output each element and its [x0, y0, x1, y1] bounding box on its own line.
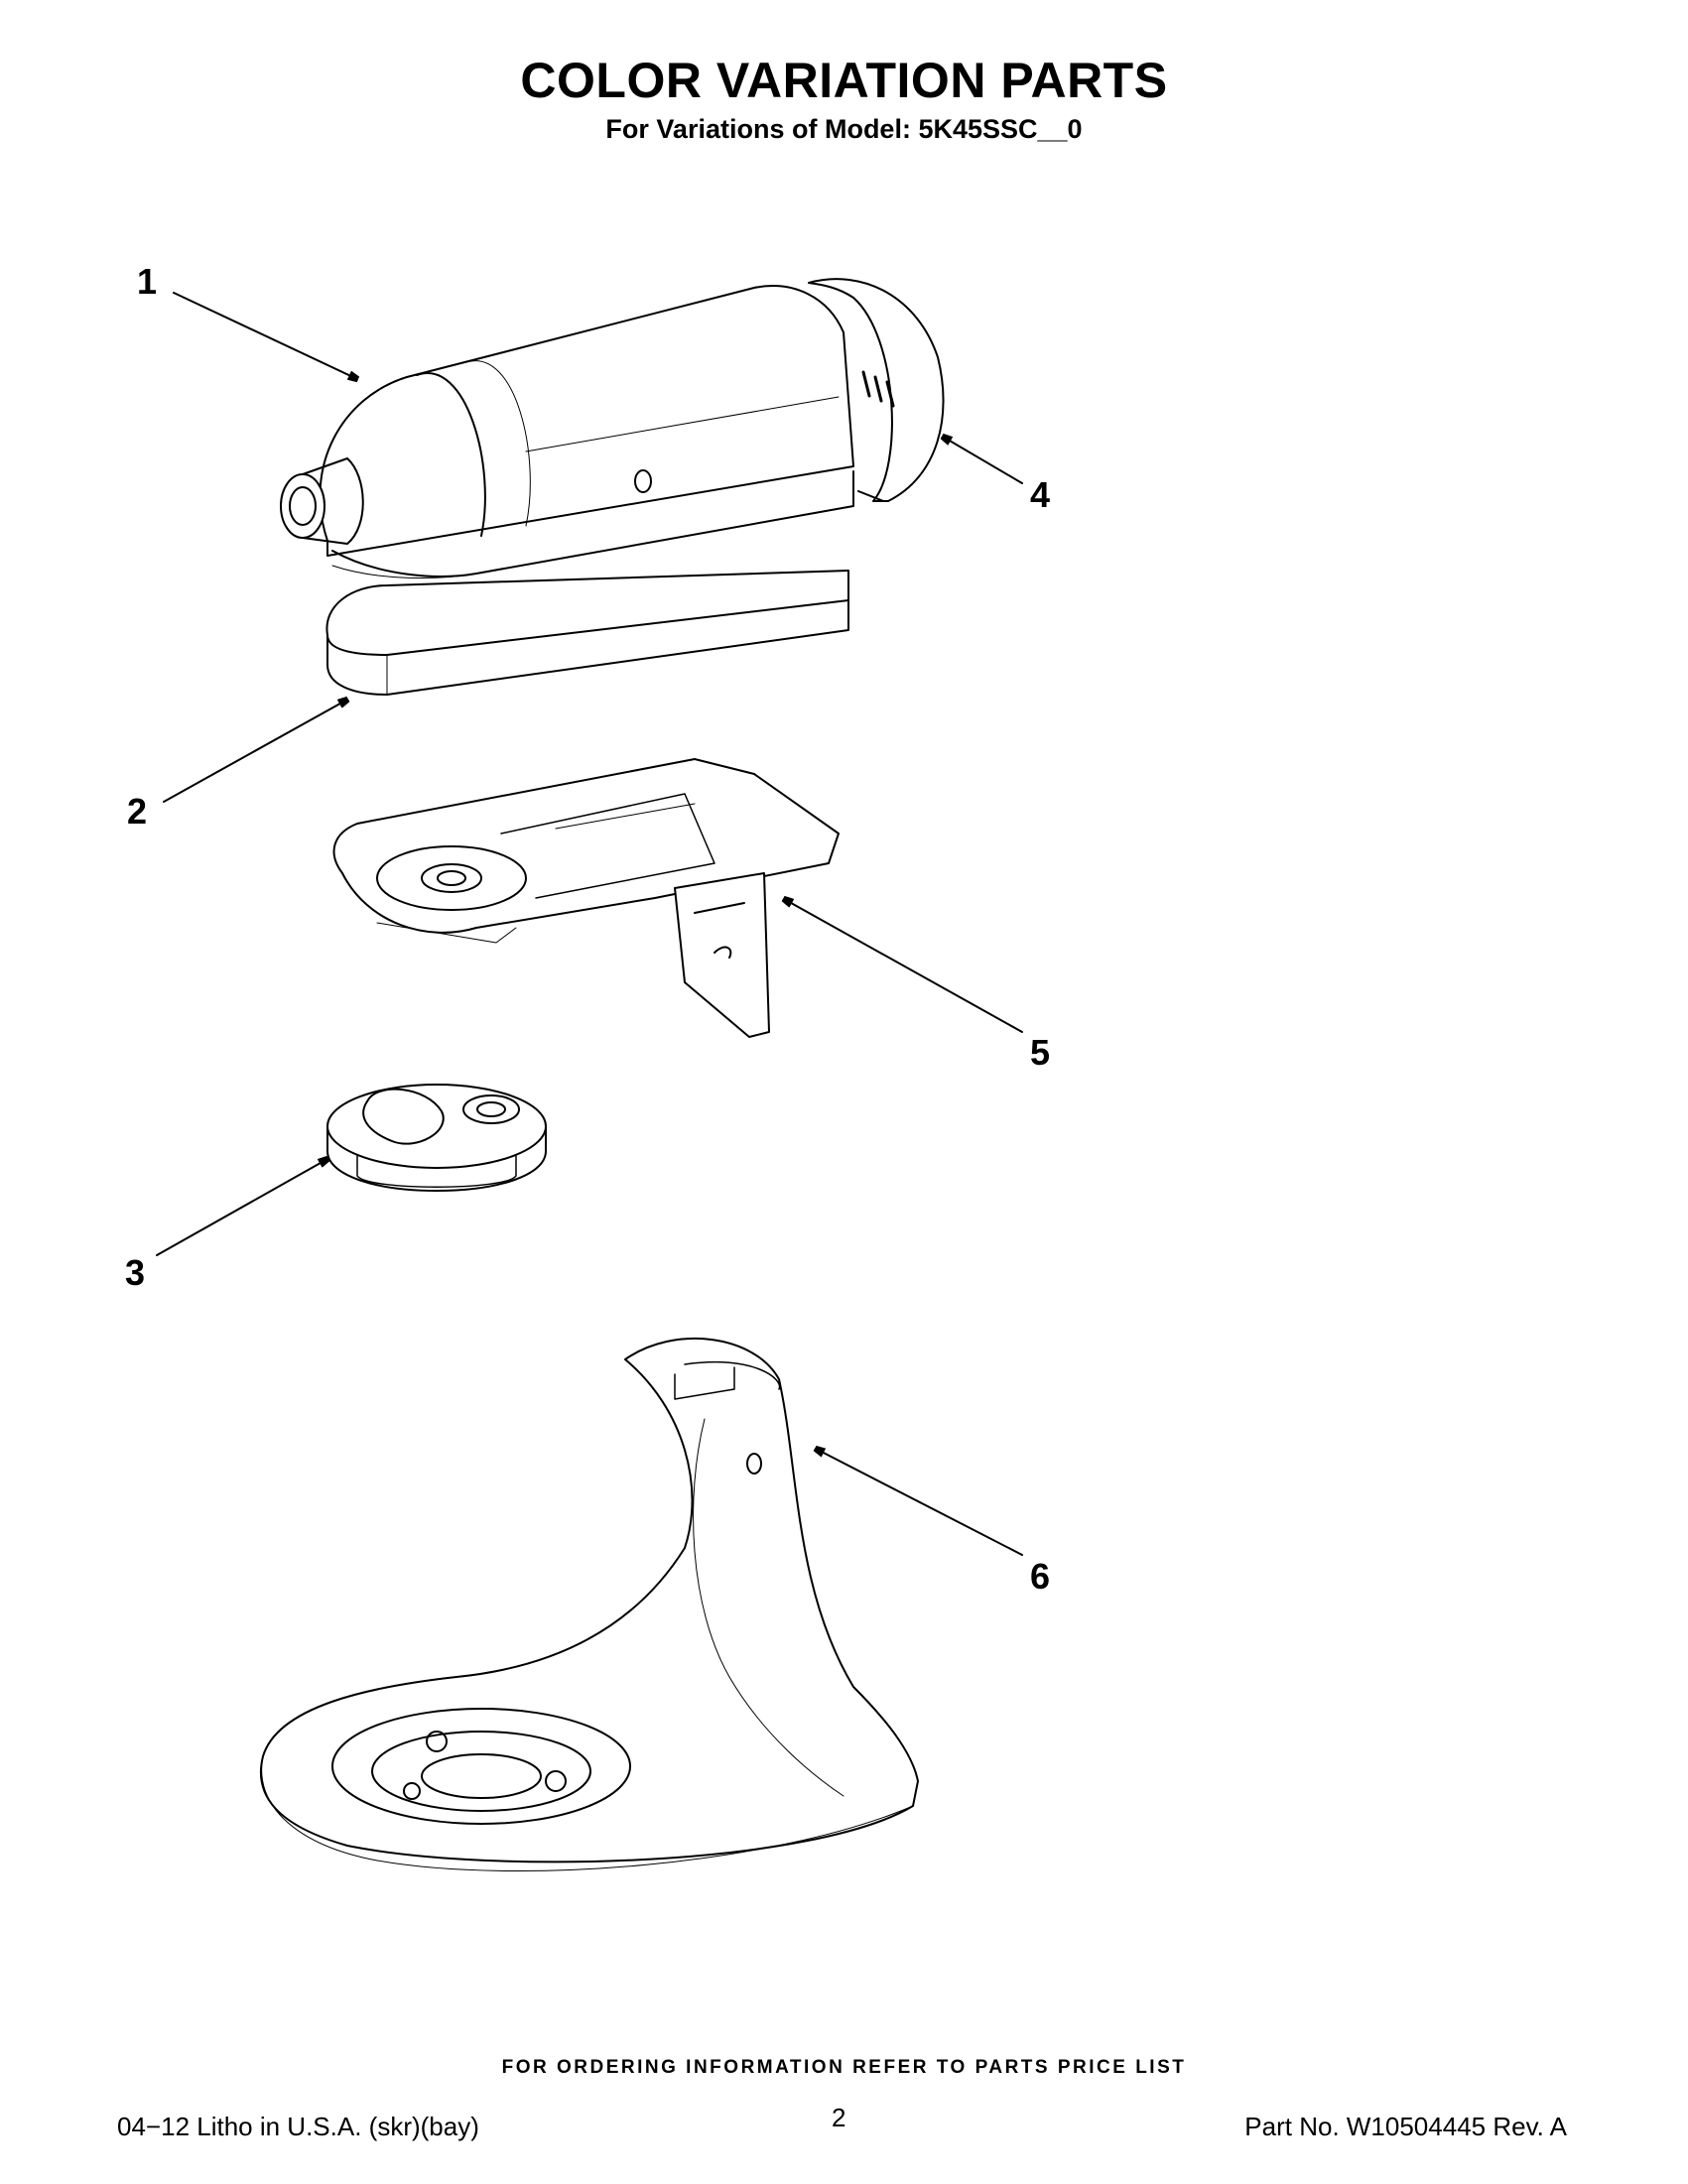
leader-line-5 — [784, 899, 1023, 1033]
leader-lines — [156, 292, 1023, 1556]
gear-case-drawing — [332, 758, 840, 1038]
housing-band-drawing — [325, 570, 849, 696]
page-number: 2 — [832, 2103, 846, 2132]
pedestal-base-drawing — [259, 1338, 919, 1872]
litho-info: 04−12 Litho in U.S.A. (skr)(bay) — [117, 2112, 479, 2141]
leader-line-3 — [156, 1159, 327, 1256]
callout-4: 4 — [1030, 474, 1051, 515]
leader-line-1 — [173, 292, 357, 379]
leader-line-2 — [163, 700, 347, 803]
rear-cover-drawing — [808, 278, 945, 502]
part-number: Part No. W10504445 Rev. A — [1244, 2112, 1567, 2141]
callout-1: 1 — [137, 261, 158, 302]
callout-6: 6 — [1030, 1556, 1051, 1597]
callout-3: 3 — [125, 1252, 146, 1293]
callout-2: 2 — [127, 791, 148, 832]
planetary-cover-drawing — [326, 1084, 547, 1192]
leader-line-4 — [943, 437, 1023, 484]
motor-housing-drawing — [280, 278, 945, 579]
leader-line-6 — [816, 1449, 1023, 1556]
page-title: COLOR VARIATION PARTS — [520, 53, 1168, 108]
callout-5: 5 — [1030, 1032, 1051, 1073]
ordering-note: FOR ORDERING INFORMATION REFER TO PARTS … — [501, 2057, 1187, 2078]
page-subtitle: For Variations of Model: 5K45SSC__0 — [605, 114, 1083, 144]
